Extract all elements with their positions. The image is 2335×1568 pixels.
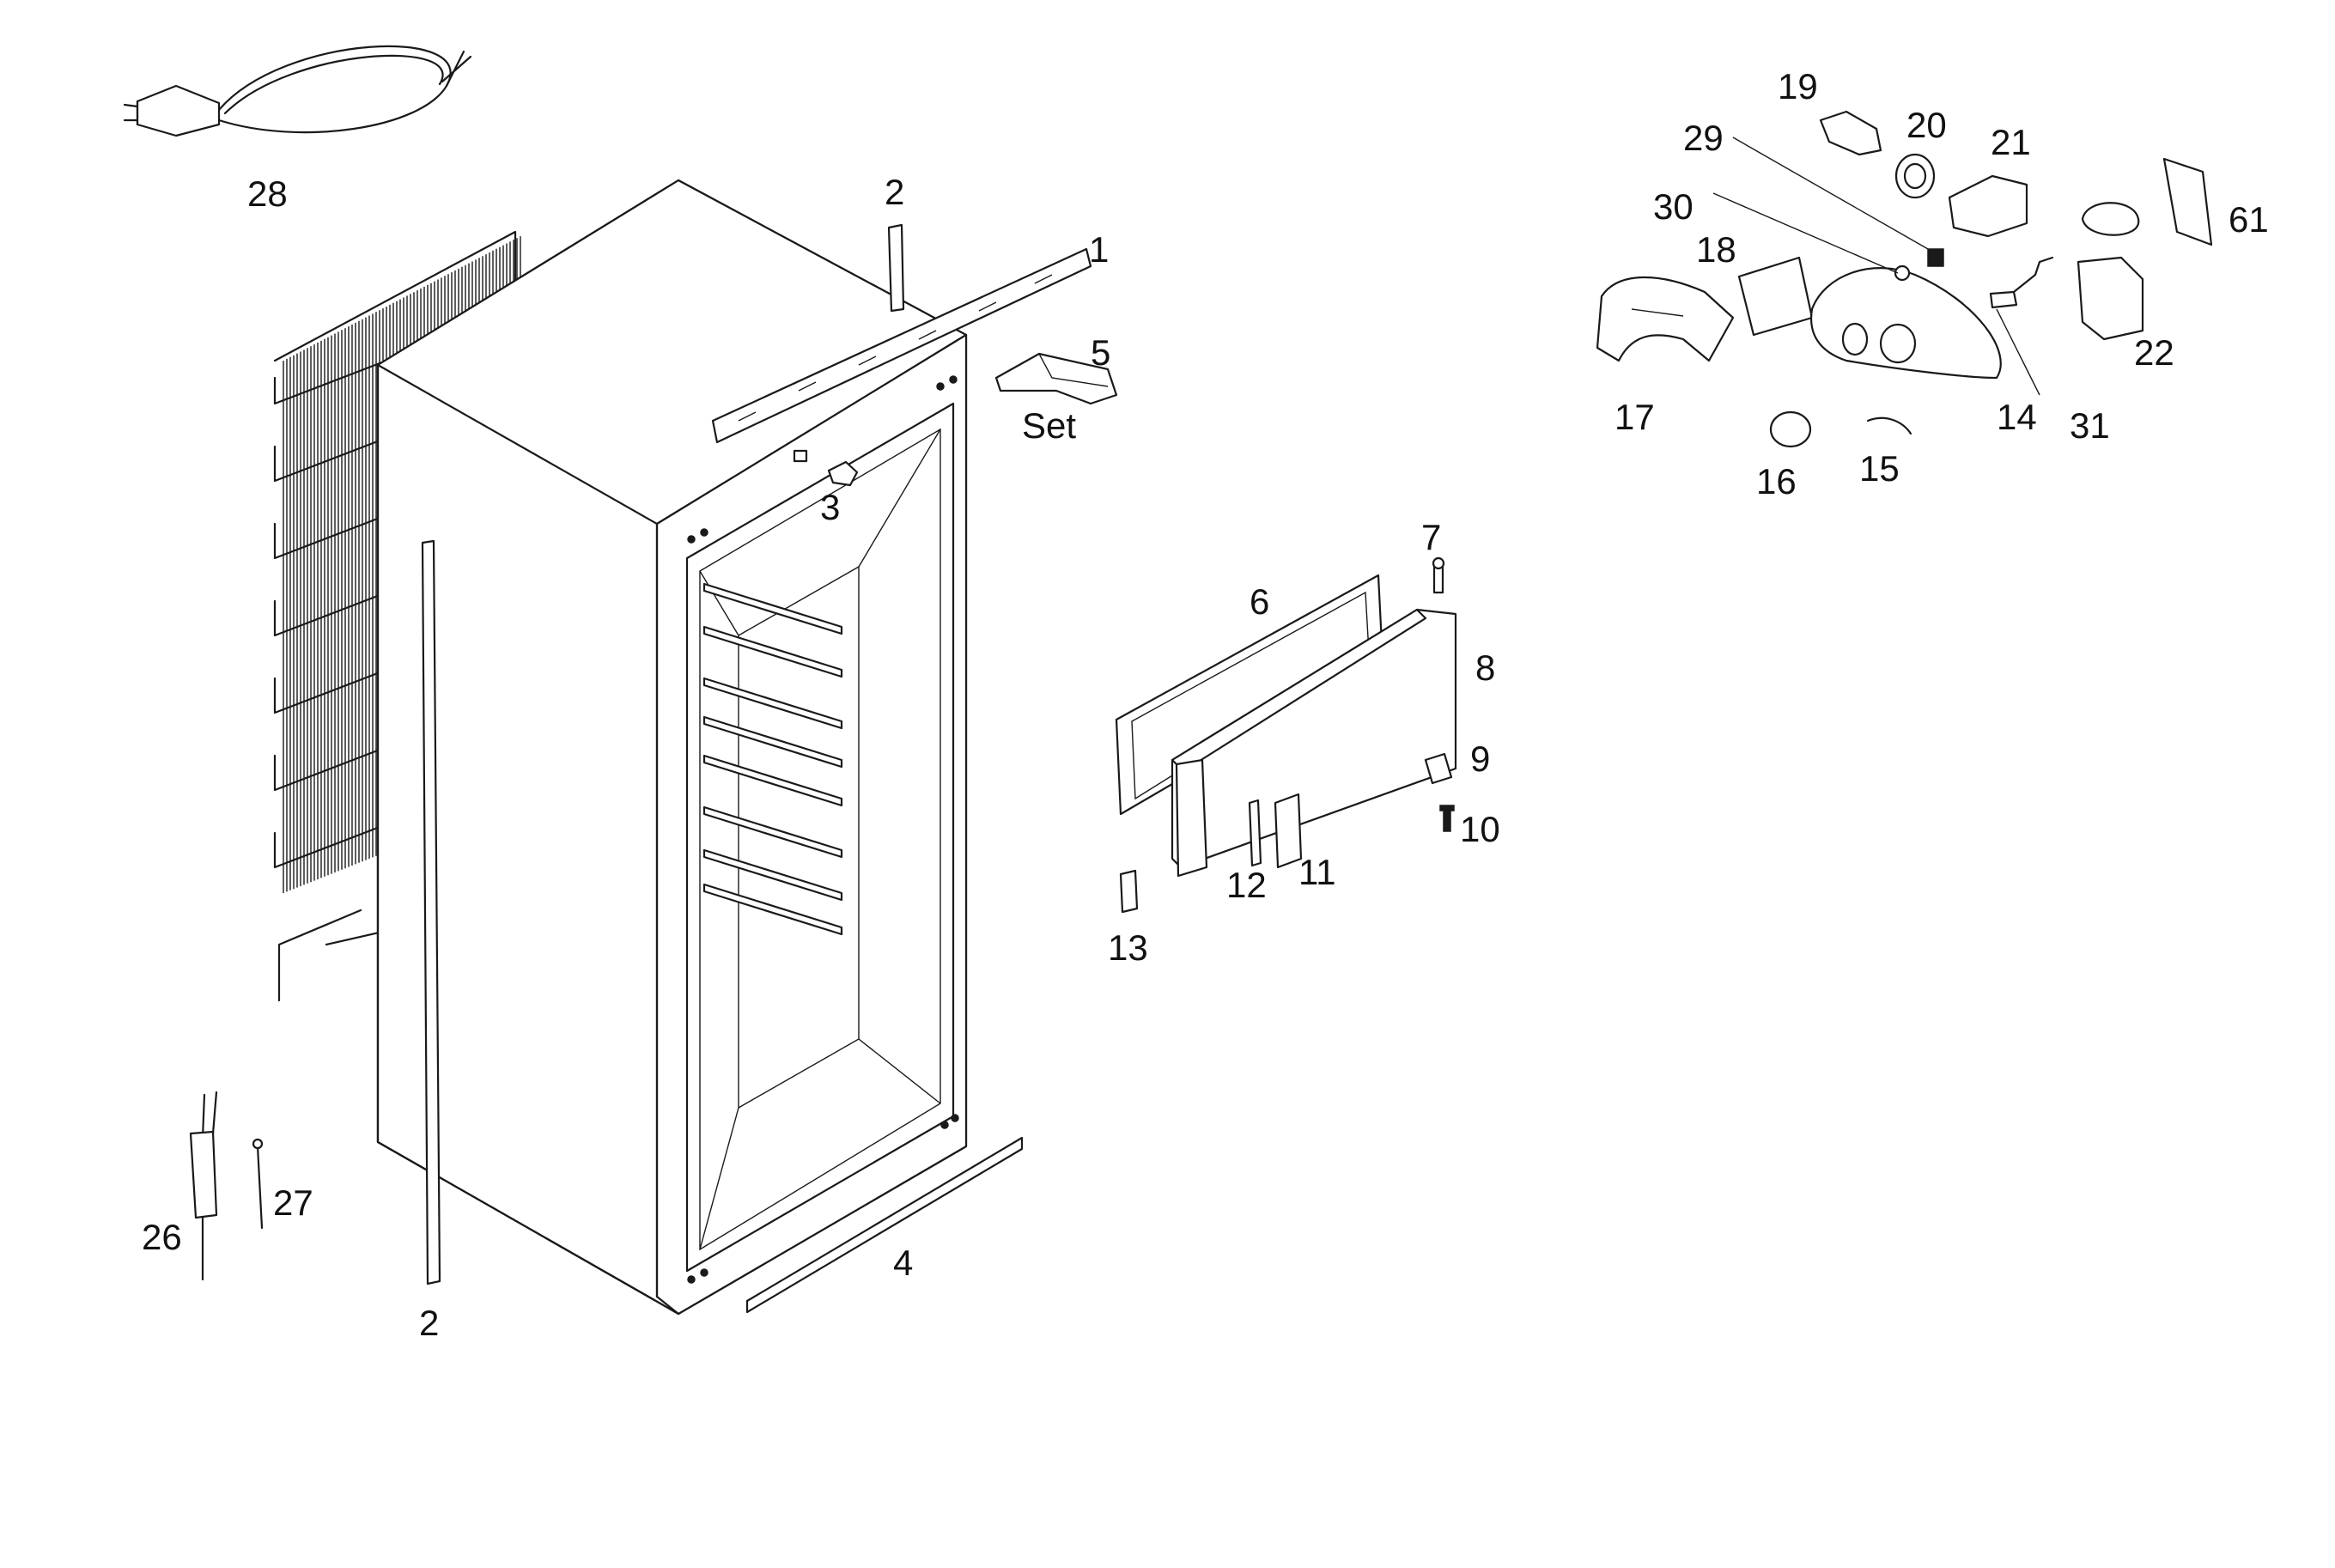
label-61: 61 — [2229, 199, 2269, 240]
shelf — [702, 625, 843, 678]
part-12-hinge-pin — [1248, 799, 1262, 867]
part-29-switch — [1927, 248, 1944, 267]
part-16-knob — [1769, 410, 1812, 448]
part-2-strip-top — [887, 223, 905, 313]
part-31-bracket — [1989, 256, 2054, 309]
label-7: 7 — [1421, 517, 1441, 557]
part-61-board — [2162, 157, 2213, 246]
label-11: 11 — [1298, 852, 1336, 892]
label-6: 6 — [1250, 581, 1269, 622]
part-1-top-rail — [711, 247, 1092, 444]
part-14-thermostat-housing — [1809, 267, 2002, 380]
label-22: 22 — [2134, 332, 2174, 373]
label-9: 9 — [1470, 738, 1490, 779]
part-27-sensor — [252, 1138, 264, 1230]
label-30: 30 — [1653, 186, 1693, 227]
label-20: 20 — [1906, 105, 1947, 145]
part-labels: 1 2 2 3 4 5 Set 6 7 8 9 10 11 12 13 14 1… — [142, 66, 2269, 1343]
label-31: 31 — [2070, 405, 2110, 446]
label-28: 28 — [247, 173, 288, 214]
label-14: 14 — [1997, 397, 2037, 437]
part-11-handle — [1274, 793, 1303, 869]
part-4-bottom-strip — [745, 1136, 1024, 1314]
label-19: 19 — [1778, 66, 1818, 106]
label-17: 17 — [1614, 397, 1655, 437]
part-3-latch — [793, 449, 859, 487]
label-set: Set — [1022, 405, 1076, 446]
label-1: 1 — [1089, 229, 1109, 270]
label-10: 10 — [1460, 809, 1500, 849]
label-18: 18 — [1696, 229, 1736, 270]
shelf — [702, 848, 843, 902]
part-18-lamp-shield — [1737, 256, 1814, 337]
shelf — [702, 715, 843, 769]
part-2-strip-side — [421, 539, 441, 1285]
part-9-clip — [1424, 752, 1453, 785]
label-2-bottom: 2 — [419, 1303, 439, 1343]
label-8: 8 — [1475, 647, 1495, 688]
label-12: 12 — [1226, 865, 1267, 905]
cabinet-body — [376, 179, 968, 1316]
label-27: 27 — [273, 1182, 313, 1223]
shelf — [702, 677, 843, 730]
shelf — [702, 805, 843, 859]
label-15: 15 — [1859, 448, 1900, 489]
part-5-hinge-set — [994, 352, 1118, 405]
part-21-lamp-holder — [1948, 174, 2028, 238]
leader-lines — [1712, 137, 2040, 396]
part-20-ring — [1894, 153, 1936, 199]
part-30-button — [1894, 264, 1911, 282]
part-13-tab — [1119, 869, 1139, 914]
label-2-top: 2 — [885, 172, 904, 212]
label-5: 5 — [1091, 332, 1110, 373]
part-8-door-panel — [1171, 608, 1457, 878]
label-13: 13 — [1108, 927, 1148, 968]
label-16: 16 — [1756, 461, 1797, 501]
part-19-bulb — [1819, 110, 1882, 156]
part-15-tube — [1866, 416, 1912, 435]
label-4: 4 — [893, 1243, 913, 1283]
shelf — [702, 883, 843, 936]
part-26-capacitor — [189, 1091, 218, 1281]
part-17-lamp-cover — [1596, 276, 1735, 362]
shelf — [702, 582, 843, 635]
label-21: 21 — [1991, 122, 2031, 162]
part-7-pin — [1432, 556, 1445, 594]
label-3: 3 — [820, 487, 840, 527]
label-26: 26 — [142, 1217, 182, 1257]
shelf — [702, 754, 843, 807]
part-28-power-cord — [123, 45, 472, 137]
part-22-thermostat — [2077, 202, 2144, 341]
label-29: 29 — [1683, 118, 1724, 158]
part-10-screw — [1439, 805, 1455, 832]
